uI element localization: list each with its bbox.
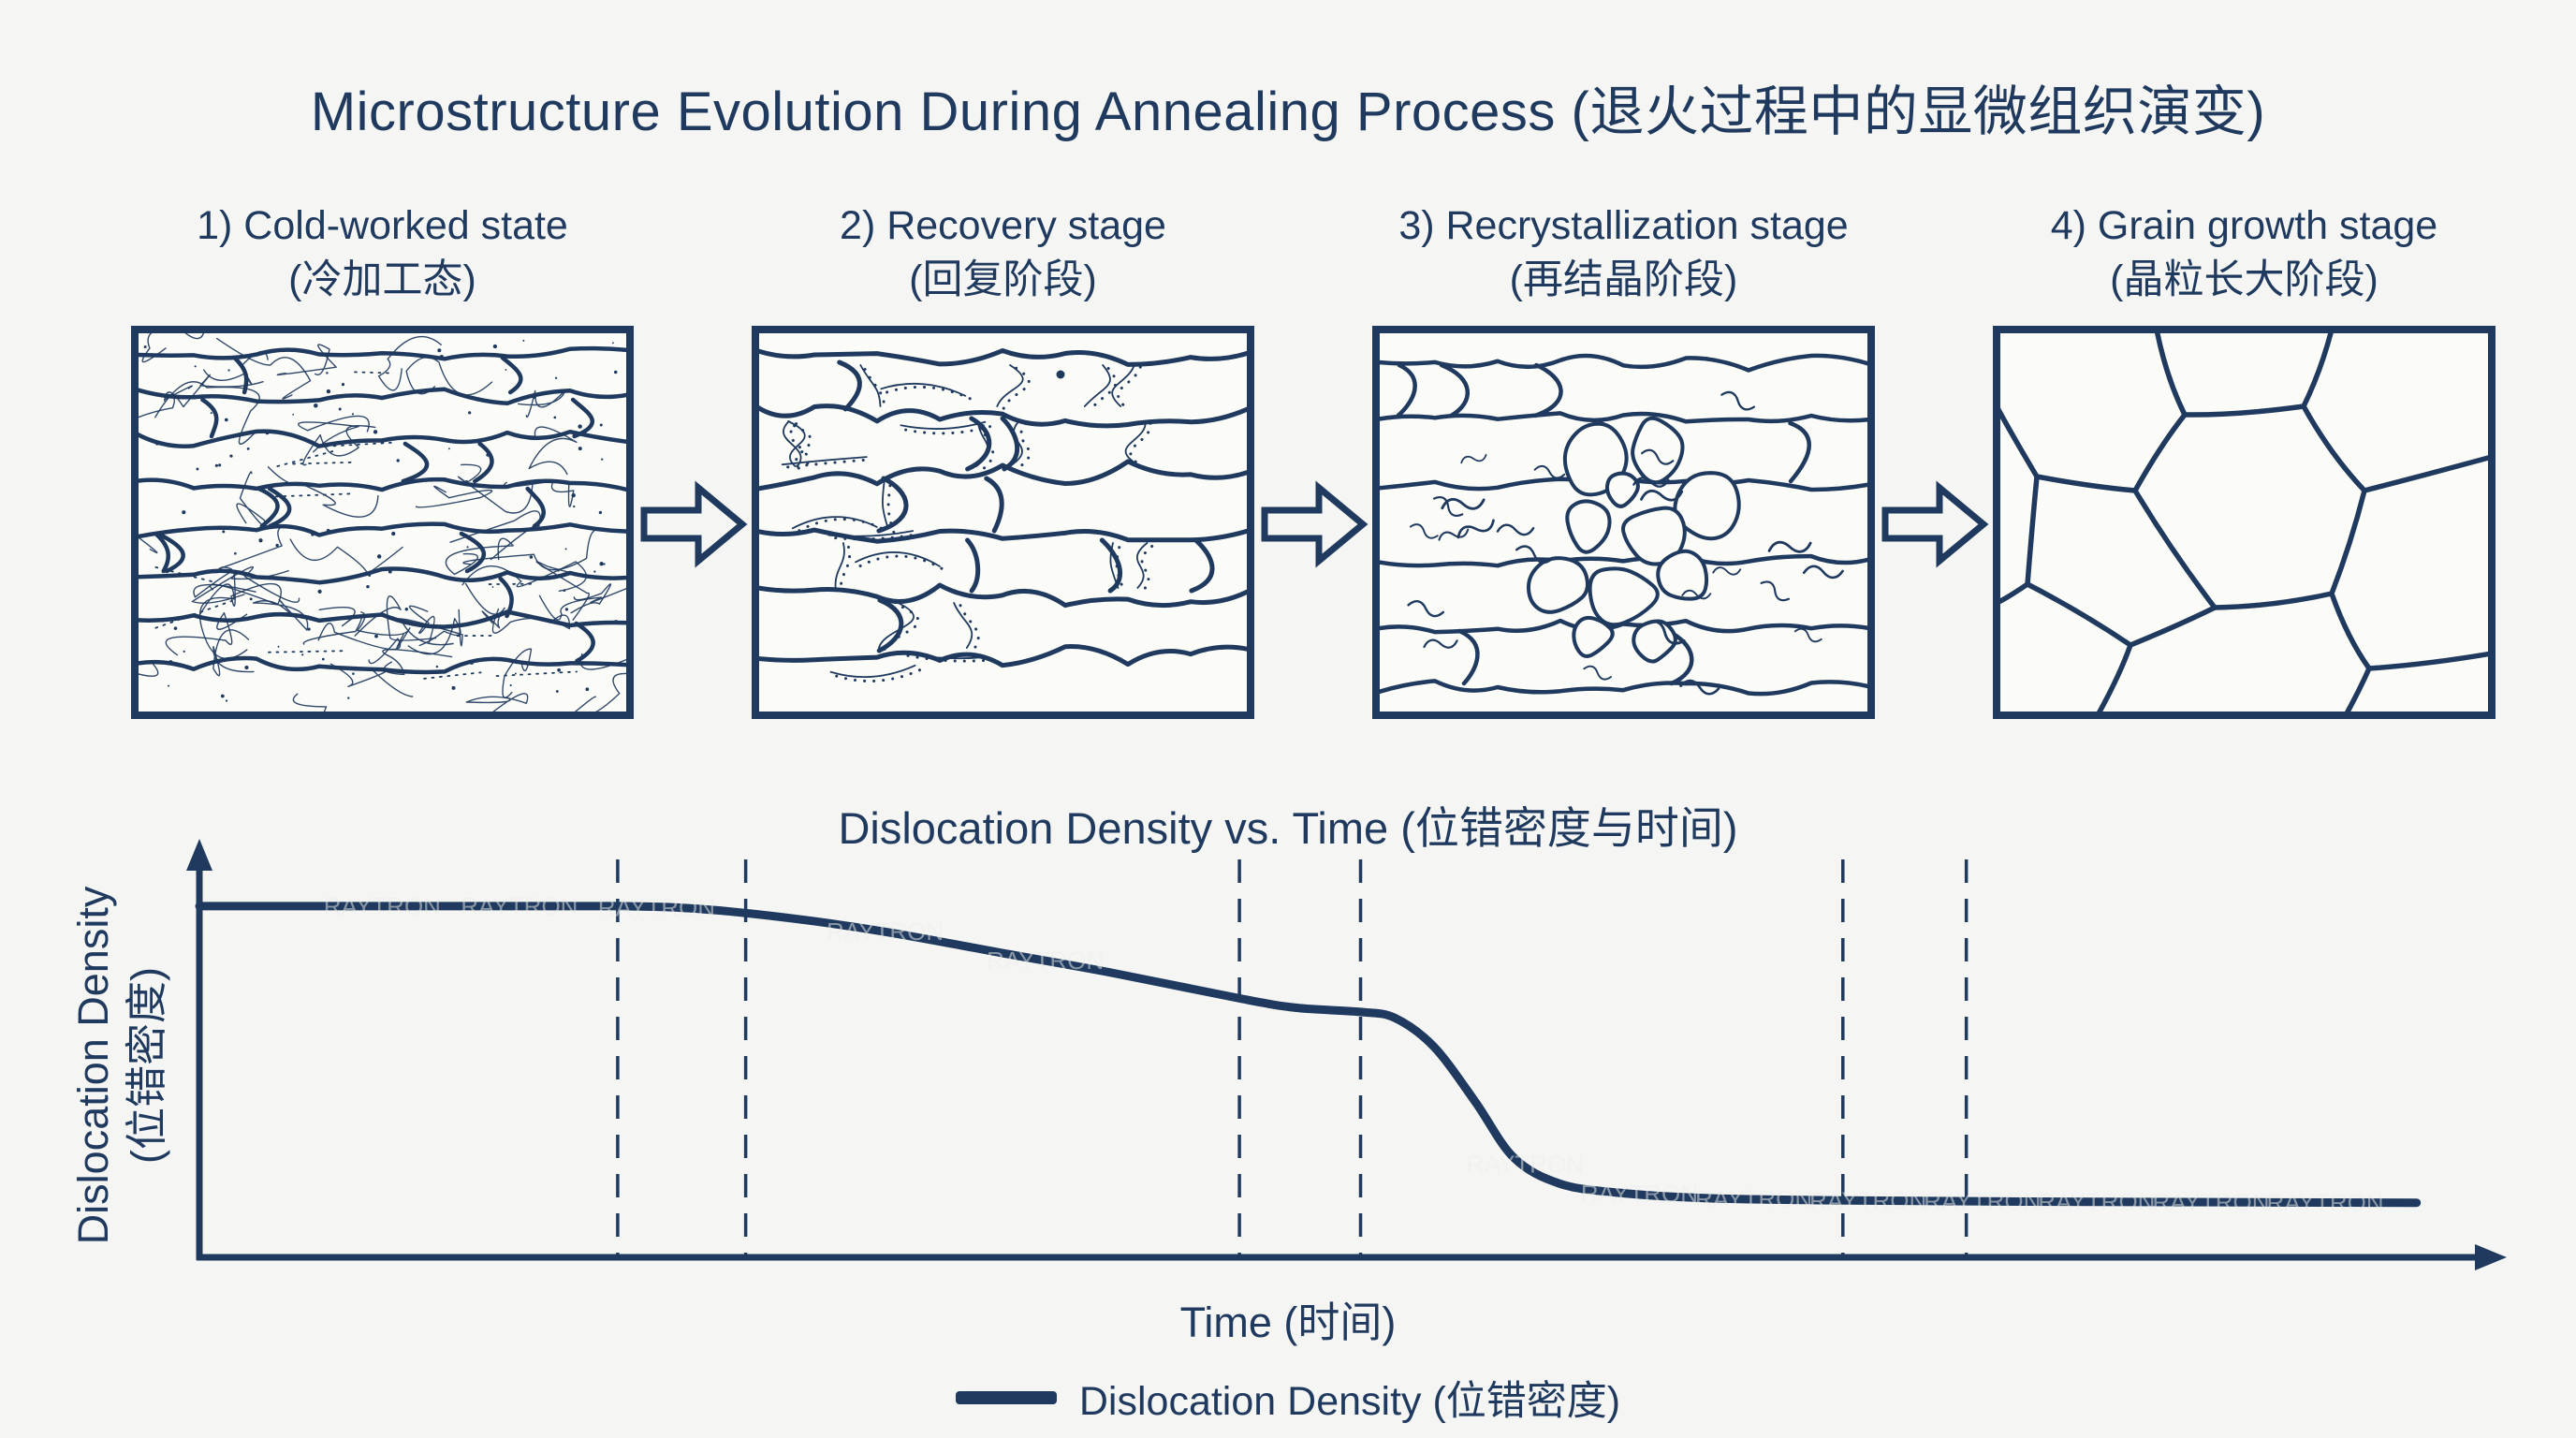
stage-title-zh: (回复阶段) (909, 257, 1097, 302)
legend-line-swatch (955, 1391, 1057, 1404)
stage-title-en: 4) Grain growth stage (2050, 203, 2438, 248)
y-axis-label-line2: (位错密度) (123, 967, 170, 1164)
watermark-text: RAYTRON (987, 946, 1104, 975)
stage-title-en: 3) Recrystallization stage (1398, 203, 1849, 248)
y-axis-label: Dislocation Density (位错密度) (66, 887, 173, 1245)
watermark-text: RAYTRON (2152, 1188, 2269, 1216)
y-axis-label-line1: Dislocation Density (69, 886, 117, 1245)
stage-panel-recrystallization: 3) Recrystallization stage (再结晶阶段) (1372, 198, 1875, 719)
page-title: Microstructure Evolution During Annealin… (310, 81, 2266, 142)
watermark-text: RAYTRON (1924, 1187, 2041, 1215)
chart-legend: Dislocation Density (位错密度) (0, 1369, 2576, 1427)
chart-title: Dislocation Density vs. Time (位错密度与时间) (838, 803, 1738, 853)
stage-title-zh: (晶粒长大阶段) (2110, 257, 2378, 302)
y-axis-arrow (186, 839, 212, 871)
right-arrow-icon (640, 480, 748, 568)
dislocation-density-curve (195, 902, 2422, 1208)
stage-panel-grain-growth: 4) Grain growth stage (晶粒长大阶段) (1993, 198, 2496, 719)
right-arrow-icon (1261, 480, 1368, 568)
watermark-text: RAYTRON (1695, 1185, 1812, 1213)
watermark-text: RAYTRON (1581, 1180, 1698, 1208)
watermark-text: RAYTRON (598, 893, 715, 921)
watermark-text: RAYTRON (827, 917, 944, 946)
watermark-text: RAYTRON (461, 892, 578, 920)
watermark-text: RAYTRON (1809, 1186, 1926, 1214)
legend-label: Dislocation Density (位错密度) (1078, 1379, 1621, 1424)
recovery-micrograph (752, 326, 1254, 719)
stage-panel-cold-worked: 1) Cold-worked state (冷加工态) (131, 198, 634, 719)
x-axis-label: Time (时间) (1179, 1299, 1397, 1346)
cold-worked-micrograph (131, 326, 634, 719)
watermark-text: RAYTRON (2266, 1188, 2383, 1216)
stage-title-en: 2) Recovery stage (840, 203, 1166, 248)
stage-title-zh: (冷加工态) (288, 257, 476, 302)
watermark-text: RAYTRON (324, 892, 441, 920)
right-arrow-icon (1881, 480, 1989, 568)
watermark-text: RAYTRON (1467, 1150, 1584, 1178)
x-axis-arrow (2475, 1244, 2507, 1270)
stage-panel-recovery: 2) Recovery stage (回复阶段) (752, 198, 1254, 719)
watermark-text: RAYTRON (2038, 1188, 2155, 1216)
stage-title-zh: (再结晶阶段) (1509, 257, 1738, 302)
recrystallization-micrograph (1372, 326, 1875, 719)
grain-growth-micrograph (1993, 326, 2496, 719)
stage-title-en: 1) Cold-worked state (197, 203, 568, 248)
